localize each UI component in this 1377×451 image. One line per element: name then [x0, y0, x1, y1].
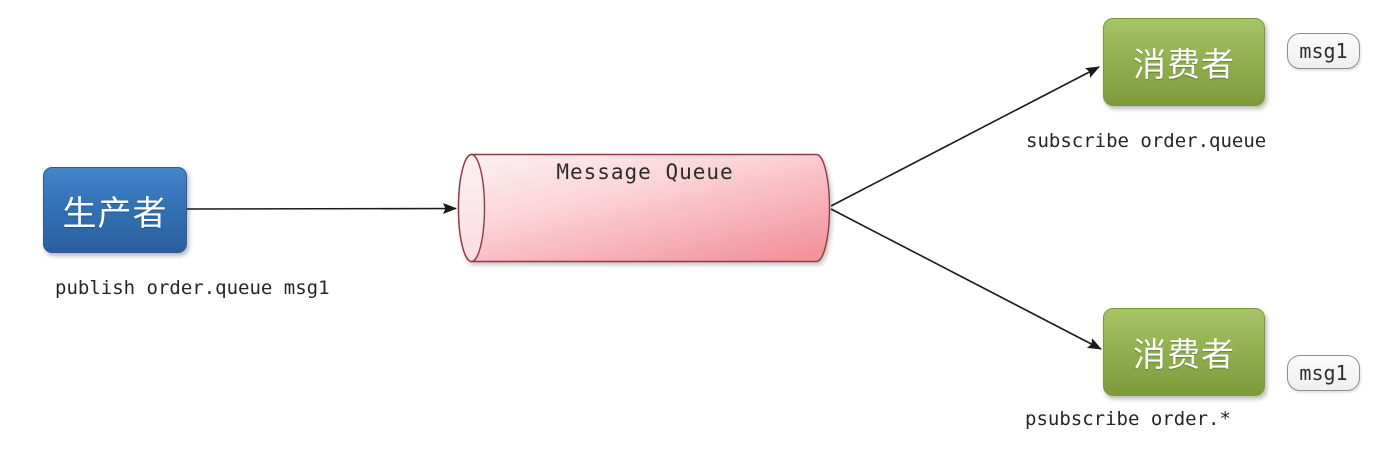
queue-title: Message Queue — [556, 160, 734, 184]
producer-node: 生产者 — [43, 167, 187, 253]
msg-badge-psubscribe: msg1 — [1287, 355, 1360, 391]
producer-to-queue-arrow — [185, 203, 457, 215]
consumer-node-psubscribe: 消费者 — [1103, 308, 1265, 396]
msg-badge-subscribe: msg1 — [1287, 33, 1360, 69]
message-queue-cylinder — [457, 153, 831, 263]
queue-to-psubscribe-consumer-arrow — [830, 208, 1102, 350]
producer-label: 生产者 — [62, 193, 168, 234]
publish-command-label: publish order.queue msg1 — [55, 277, 330, 299]
consumer-node-subscribe: 消费者 — [1103, 18, 1265, 106]
consumer-psubscribe-label: 消费者 — [1133, 335, 1235, 374]
queue-to-subscribe-consumer-arrow — [830, 66, 1100, 207]
psubscribe-command-label: psubscribe order.* — [1025, 408, 1231, 430]
msg-badge-subscribe-text: msg1 — [1299, 39, 1348, 63]
msg-badge-psubscribe-text: msg1 — [1299, 361, 1348, 385]
consumer-subscribe-label: 消费者 — [1133, 45, 1235, 84]
subscribe-command-label: subscribe order.queue — [1026, 130, 1267, 152]
cylinder-end-cap — [457, 153, 486, 263]
